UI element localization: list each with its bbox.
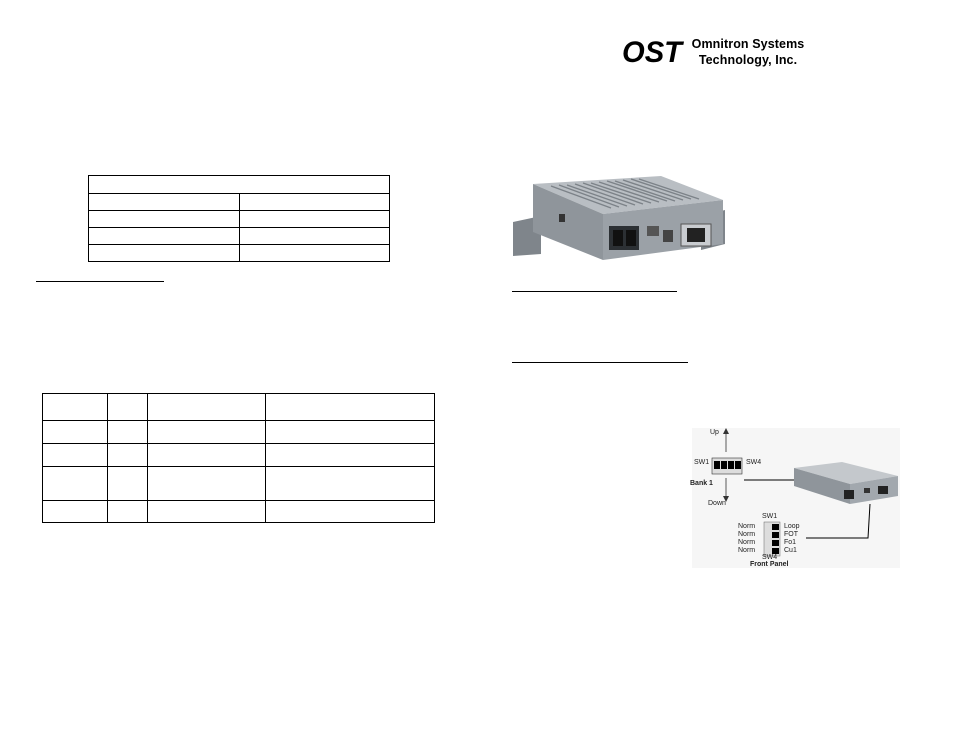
table-header-cell [88, 175, 390, 194]
table-cell [42, 443, 108, 467]
table-cell [147, 393, 266, 421]
ost-logo-mark: OST [622, 36, 684, 66]
table-cell [265, 443, 435, 467]
section-heading-underline [512, 362, 688, 363]
spec-table-bottom [42, 393, 435, 523]
table-cell [239, 210, 390, 228]
ost-logo: OST [622, 36, 684, 66]
front-panel-label: Front Panel [750, 561, 789, 568]
table-cell [265, 393, 435, 421]
sw4-label: SW4 [746, 459, 762, 466]
diagram-graphics [711, 428, 898, 557]
table-cell [239, 244, 390, 262]
table-cell [265, 500, 435, 523]
table-cell [265, 466, 435, 501]
table-cell [42, 393, 108, 421]
table-cell [107, 393, 148, 421]
sw1-label: SW1 [694, 459, 710, 466]
up-label: Up [710, 429, 719, 436]
table-cell [107, 466, 148, 501]
table-cell [42, 500, 108, 523]
bank-label: Bank 1 [690, 480, 713, 487]
company-name: Omnitron Systems Technology, Inc. [686, 36, 810, 68]
switch-row-left: Norm [738, 531, 756, 538]
front-sw4-label: SW4 [762, 554, 778, 561]
table-cell [239, 227, 390, 245]
table-cell [88, 210, 240, 228]
table-cell [147, 420, 266, 444]
table-cell [147, 466, 266, 501]
table-cell [147, 500, 266, 523]
switch-row-right: Loop [784, 523, 800, 530]
section-heading-underline [36, 281, 164, 282]
switch-row-right: Cu1 [784, 547, 797, 554]
dip-switch-diagram: Up SW1 SW4 Bank 1 Down SW1 Norm Loop Nor… [690, 428, 900, 568]
table-cell [88, 227, 240, 245]
table-cell [239, 193, 390, 211]
table-cell [107, 420, 148, 444]
down-label: Down [708, 500, 726, 507]
table-cell [147, 443, 266, 467]
table-cell [88, 193, 240, 211]
company-name-line2: Technology, Inc. [698, 53, 798, 67]
table-cell [107, 500, 148, 523]
table-cell [42, 466, 108, 501]
spec-table-top [88, 175, 390, 262]
switch-row-left: Norm [738, 523, 756, 530]
table-cell [265, 420, 435, 444]
product-photo [511, 170, 729, 262]
table-cell [88, 244, 240, 262]
switch-row-right: Fo1 [784, 539, 797, 546]
switch-row-right: FOT [784, 531, 798, 538]
front-sw1-label: SW1 [762, 513, 778, 520]
switch-row-left: Norm [738, 547, 756, 554]
switch-row-left: Norm [738, 539, 756, 546]
section-heading-underline [512, 291, 677, 292]
table-cell [42, 420, 108, 444]
table-cell [107, 443, 148, 467]
company-name-line1: Omnitron Systems [691, 37, 805, 51]
